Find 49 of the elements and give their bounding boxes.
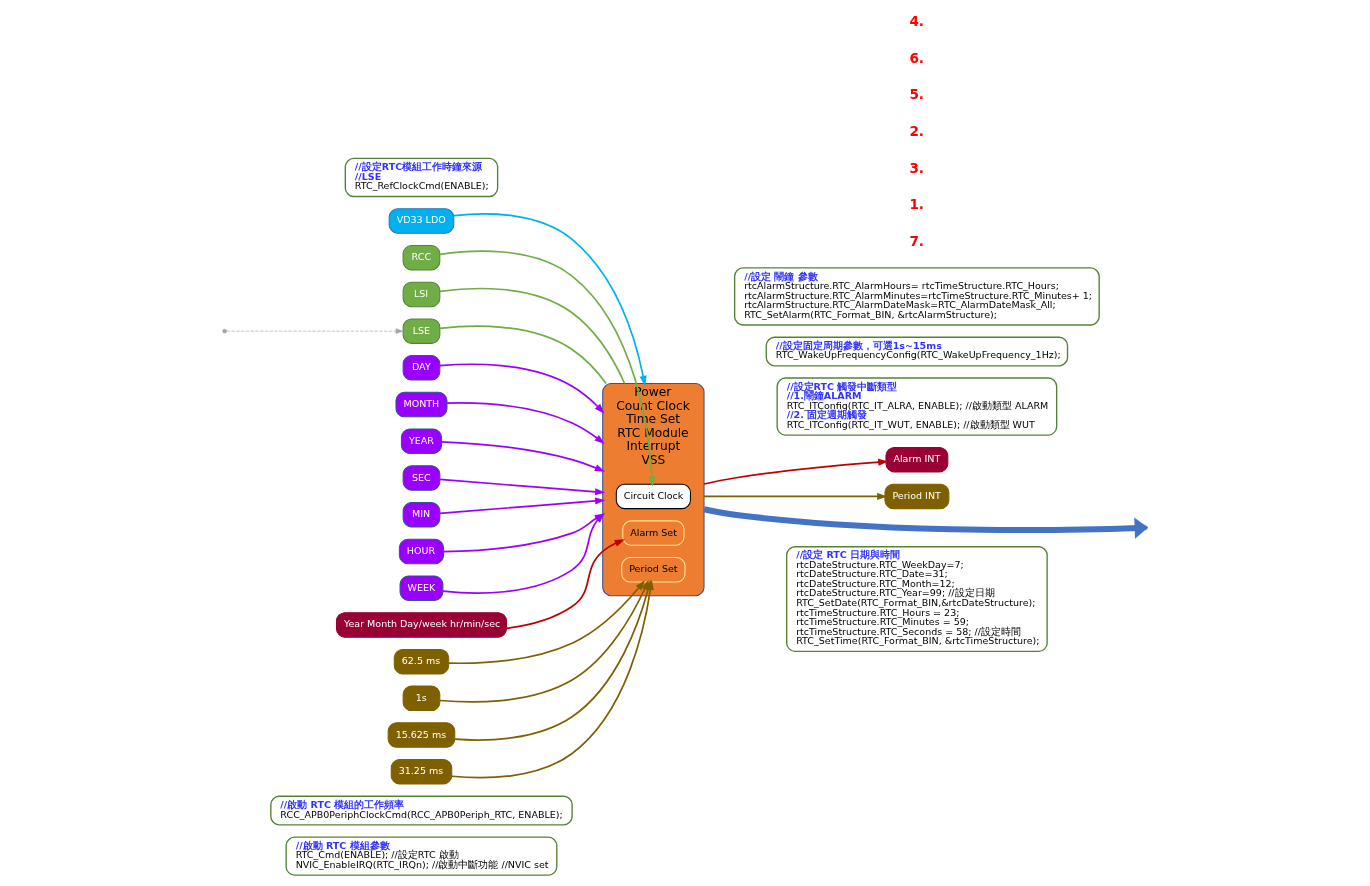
- node-box: //設定RTC 觸發中斷類型 //1.鬧鐘ALARM RTC_ITConfig(RTC_IT_ALRA, ENABLE); //啟動類型 ALARM //2. 固定週期觸發 RTC_ITConfig(RTC_IT_WUT, ENABLE); //啟動類型 WUT: [776, 377, 1058, 436]
- node-box: YEAR: [400, 428, 443, 455]
- connector: [439, 287, 626, 385]
- label: 7.: [909, 233, 925, 250]
- node-box: RCC: [402, 244, 441, 271]
- node-box: WEEK: [399, 575, 444, 601]
- node-box: 31.25 ms: [390, 759, 453, 785]
- arrow: [703, 458, 889, 485]
- arrow: [452, 213, 647, 386]
- arrow: [439, 478, 606, 496]
- node-box: Period INT: [884, 483, 950, 510]
- label: 5.: [909, 86, 925, 103]
- label: 3.: [909, 159, 925, 176]
- node-box: Year Month Day/week hr/min/sec: [335, 612, 507, 638]
- node-box: //設定 RTC 日期與時間 rtcDateStructure.RTC_WeekDay=7; rtcDateStructure.RTC_Date=31; rtcDateStructure.RTC_Month=12; rtcDateStructure.RTC_Year=99; //設定日期 RTC_SetDate(RTC_Format_BIN,&rtcDateStructure); rtcTimeStructure.RTC_Hours = 23; rtcTimeStructure.RTC_Minutes = 59; rtcTimeStructure.RTC_Seconds = 58; //設定時間 RTC_SetTime(RTC_Format_BIN, &rtcTimeStructure);: [786, 546, 1048, 653]
- node-box: Circuit Clock: [615, 483, 691, 510]
- node-box: //設定固定周期參數，可選1s~15ms RTC_WakeUpFrequencyConfig(RTC_WakeUpFrequency_1Hz);: [765, 336, 1069, 367]
- node-box: //設定 鬧鐘 參數 rtcAlarmStructure.RTC_AlarmHours= rtcTimeStructure.RTC_Hours; rtcAlarmStructure.RTC_AlarmMinutes=rtcTimeStructure.RTC_Minutes+ 1; rtcAlarmStructure.RTC_AlarmDateMask=RTC_AlarmDateMask_All; RTC_SetAlarm(RTC_Format_BIN, &rtcAlarmStructure);: [733, 267, 1100, 326]
- connector: [439, 325, 607, 385]
- node-box: SEC: [402, 465, 441, 491]
- label: 6.: [909, 49, 925, 66]
- node-box: //啟動 RTC 模組的工作頻率 RCC_APB0PeriphClockCmd(RCC_APB0Periph_RTC, ENABLE);: [270, 795, 573, 826]
- node-box: MIN: [402, 502, 441, 528]
- arrow: [439, 497, 606, 515]
- node-box: LSE: [402, 318, 441, 344]
- label: 4.: [909, 12, 925, 29]
- node-box: VD33 LDO: [388, 208, 455, 234]
- node-box: MONTH: [395, 391, 448, 418]
- node-box: DAY: [402, 355, 441, 381]
- arrow: [439, 363, 605, 414]
- arrow: [505, 539, 625, 630]
- arrow: [440, 440, 606, 472]
- arrow: [448, 580, 645, 665]
- node-box: Alarm Set: [622, 520, 685, 546]
- arrow: [703, 492, 888, 500]
- node-box: //設定RTC模組工作時鐘來源 //LSE RTC_RefClockCmd(ENABLE);: [344, 157, 499, 198]
- label: 2.: [909, 122, 925, 139]
- node-box: HOUR: [398, 538, 445, 565]
- label: 1.: [909, 196, 925, 213]
- node-box: 15.625 ms: [387, 722, 456, 748]
- node-box: 1s: [402, 685, 441, 712]
- node-box: Alarm INT: [885, 446, 949, 473]
- node-box: 62.5 ms: [393, 648, 450, 675]
- node-box: LSI: [402, 281, 441, 308]
- node-box: //啟動 RTC 模組參數 RTC_Cmd(ENABLE); //設定RTC 啟動 NVIC_EnableIRQ(RTC_IRQn); //啟動中斷功能 //NVIC set: [285, 836, 558, 876]
- arrow: [446, 402, 605, 445]
- arrow: [439, 250, 656, 487]
- arrow: [226, 328, 404, 334]
- node-box: Period Set: [621, 557, 686, 583]
